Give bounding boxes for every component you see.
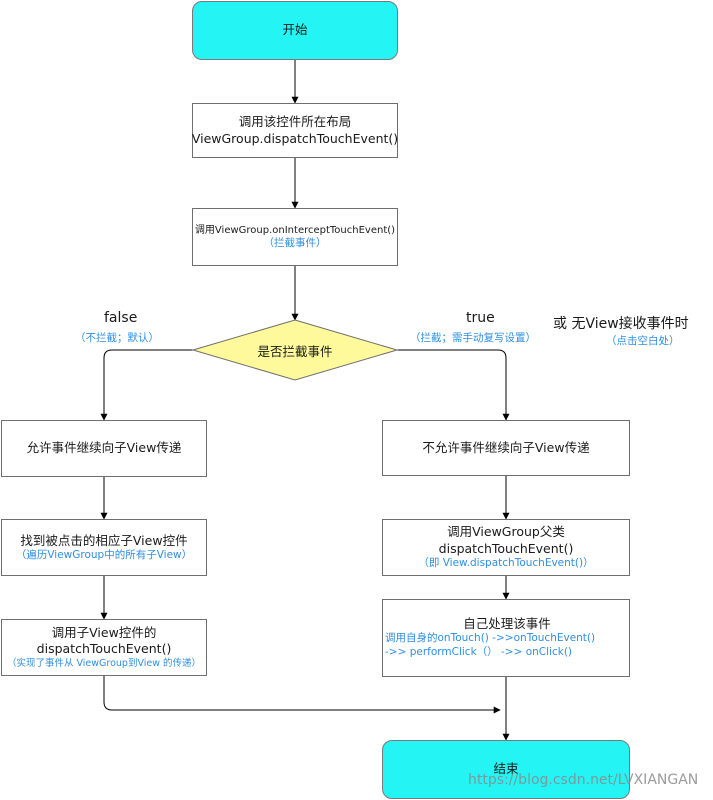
call-super-node: 调用ViewGroup父类dispatchTouchEvent() （即 Vie…: [382, 519, 630, 576]
true-note: （拦截；需手动复写设置）: [410, 332, 536, 344]
start-label: 开始: [282, 22, 308, 38]
or-note: （点击空白处）: [606, 335, 680, 347]
self-handle-node: 自己处理该事件 调用自身的onTouch() ->>onTouchEvent()…: [382, 599, 630, 677]
edge-decision-true: [397, 349, 510, 421]
edge-decision-false: [100, 349, 193, 421]
end-node: 结束: [382, 740, 630, 799]
true-label: true: [466, 310, 495, 326]
deny-label: 不允许事件继续向子View传递: [422, 439, 590, 455]
watermark: https://blog.csdn.net/LVXIANGAN: [468, 772, 699, 788]
edge-callchild-to-merge: [103, 676, 501, 714]
call-super-line1: 调用ViewGroup父类dispatchTouchEvent(): [438, 524, 574, 556]
intercept-line1: 调用ViewGroup.onInterceptTouchEvent(): [194, 224, 396, 236]
end-label: 结束: [493, 761, 519, 777]
call-child-note: （实现了事件从 ViewGroup到View 的传递）: [6, 657, 202, 669]
find-child-line1: 找到被点击的相应子View控件: [20, 532, 188, 548]
find-child-node: 找到被点击的相应子View控件 （遍历ViewGroup中的所有子View）: [1, 519, 207, 576]
call-child-node: 调用子View控件的 dispatchTouchEvent() （实现了事件从 …: [1, 619, 207, 676]
intercept-node: 调用ViewGroup.onInterceptTouchEvent() （拦截事…: [192, 208, 398, 266]
dispatch-node: 调用该控件所在布局 ViewGroup.dispatchTouchEvent(): [192, 103, 398, 158]
start-node: 开始: [192, 1, 398, 60]
deny-node: 不允许事件继续向子View传递: [382, 420, 630, 476]
find-child-note: （遍历ViewGroup中的所有子View）: [15, 548, 193, 561]
or-label: 或 无View接收事件时: [553, 316, 689, 332]
allow-label: 允许事件继续向子View传递: [26, 440, 182, 456]
self-handle-note1: 调用自身的onTouch() ->>onTouchEvent(): [385, 632, 596, 645]
call-child-line2: dispatchTouchEvent(): [36, 641, 172, 657]
intercept-note: （拦截事件）: [263, 236, 327, 249]
decision-text: 是否拦截事件: [257, 344, 333, 359]
false-label: false: [104, 310, 138, 326]
decision-label: 是否拦截事件: [193, 341, 397, 360]
call-child-line1: 调用子View控件的: [51, 625, 157, 641]
dispatch-line1: 调用该控件所在布局: [238, 114, 352, 130]
dispatch-line2: ViewGroup.dispatchTouchEvent(): [191, 130, 399, 146]
self-handle-note2: ->> performClick（） ->> onClick(): [385, 646, 573, 659]
decision-diamond: [191, 319, 399, 381]
allow-node: 允许事件继续向子View传递: [1, 420, 207, 477]
false-note: （不拦截；默认）: [75, 332, 159, 344]
self-handle-line1: 自己处理该事件: [463, 616, 551, 632]
call-super-note: （即 View.dispatchTouchEvent()）: [418, 556, 594, 569]
